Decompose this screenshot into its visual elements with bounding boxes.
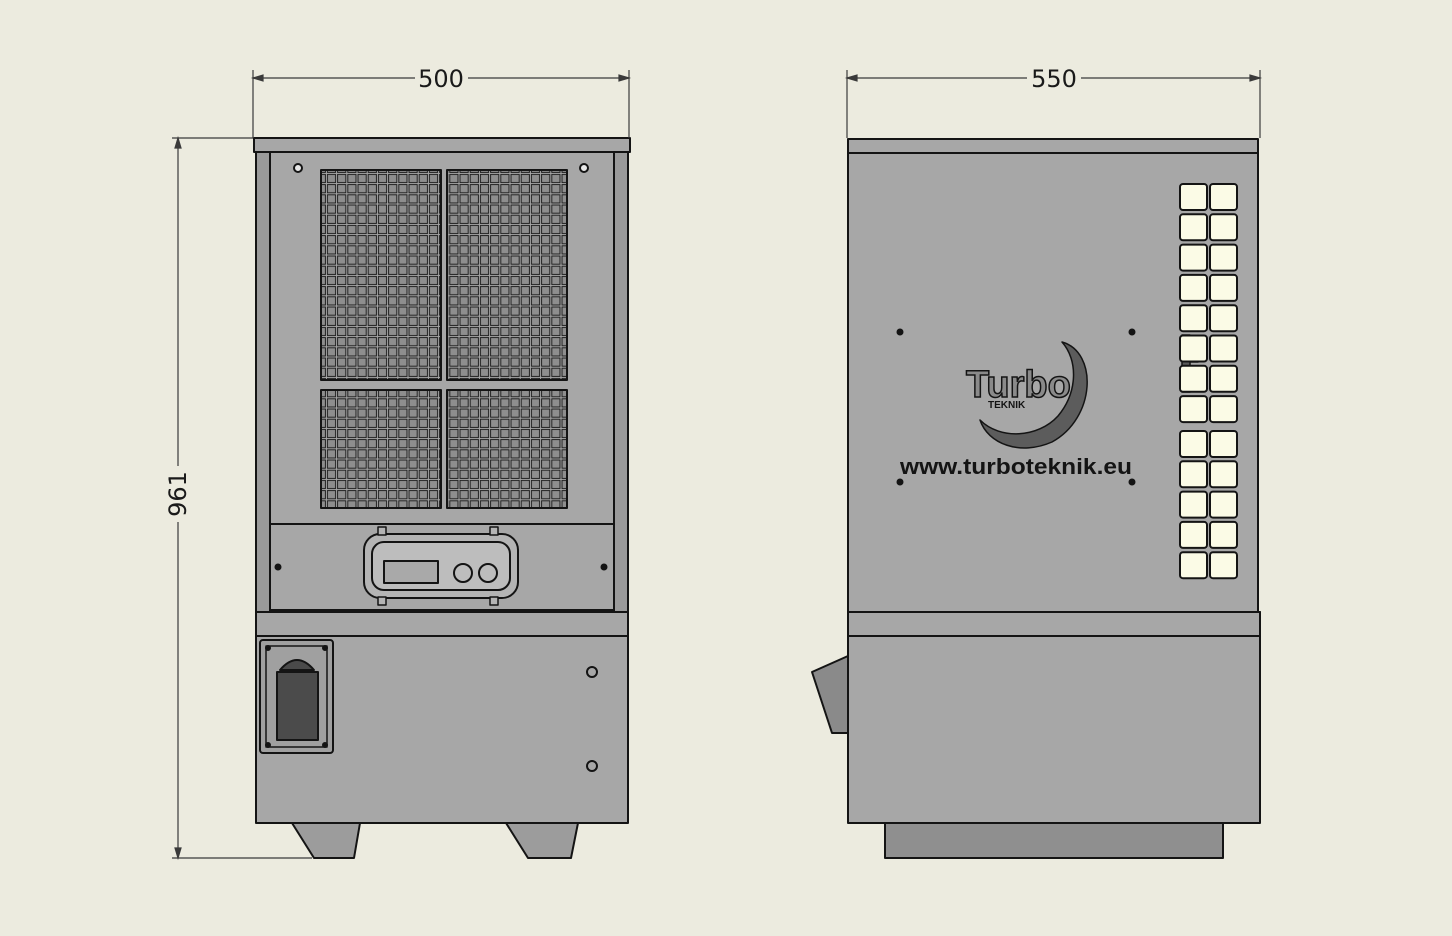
panel-screw (274, 563, 282, 571)
panel-screw (293, 163, 303, 173)
power-switch-cover (279, 659, 315, 671)
vent-cell (1179, 183, 1208, 211)
vent-cell (1179, 395, 1208, 424)
vent-cell (1209, 490, 1238, 519)
controller-tab (377, 596, 387, 606)
panel-screw (600, 563, 608, 571)
controller-button (478, 563, 498, 583)
front-right-foot (505, 822, 579, 859)
mount-hole (896, 328, 904, 336)
vent-cell (1179, 490, 1208, 519)
front-view (253, 137, 631, 859)
panel-screw (265, 742, 271, 748)
front-top-lid (253, 137, 631, 153)
side-view (811, 138, 1261, 859)
vent-cell (1179, 243, 1208, 272)
controller-tab (489, 596, 499, 606)
vent-cell (1209, 334, 1238, 363)
mount-hole (1128, 328, 1136, 336)
turbo-logo-swoosh (979, 341, 1088, 449)
vent-cell (1209, 213, 1238, 242)
grille-top-left (320, 169, 442, 381)
website-text: www.turboteknik.eu (899, 454, 1132, 479)
vent-cell (1209, 243, 1238, 272)
vent-cell (1209, 460, 1238, 489)
side-vent-grid (1179, 183, 1238, 580)
vent-cell (1209, 183, 1238, 211)
vent-cell (1209, 520, 1238, 549)
panel-screw (322, 645, 328, 651)
panel-screw (579, 163, 589, 173)
vent-cell (1209, 551, 1238, 580)
panel-screw (586, 760, 598, 772)
front-left-foot (291, 822, 361, 859)
controller-button (453, 563, 473, 583)
vent-cell (1179, 460, 1208, 489)
dimension-height: 961 (164, 471, 192, 517)
vent-cell (1209, 430, 1238, 458)
vent-cell (1179, 430, 1208, 458)
vent-cell (1179, 520, 1208, 549)
dimension-front-width: 500 (418, 65, 464, 93)
controller-tab (377, 526, 387, 536)
vent-cell (1179, 273, 1208, 302)
panel-screw (322, 742, 328, 748)
vent-cell (1179, 364, 1208, 393)
side-lower-top-rail (847, 611, 1261, 637)
vent-cell (1209, 395, 1238, 424)
side-top-lid (847, 138, 1259, 154)
vent-cell (1209, 304, 1238, 333)
mount-hole (1128, 478, 1136, 486)
vent-cell (1209, 273, 1238, 302)
front-lower-top-rail (255, 611, 629, 637)
front-side-frame-left (255, 151, 271, 613)
side-lower-cabinet (847, 611, 1261, 824)
dimension-side-width: 550 (1031, 65, 1077, 93)
controller-tab (489, 526, 499, 536)
grille-top-right (446, 169, 568, 381)
vent-cell (1179, 334, 1208, 363)
vent-cell (1179, 213, 1208, 242)
logo-sub-text: TEKNIK (988, 400, 1026, 411)
mount-hole (896, 478, 904, 486)
grille-bottom-right (446, 389, 568, 509)
vent-cell (1179, 551, 1208, 580)
front-side-frame-right (613, 151, 629, 613)
dimension-lines (172, 70, 1263, 861)
side-base (884, 822, 1224, 859)
side-outlet-spout (811, 655, 849, 734)
grille-bottom-left (320, 389, 442, 509)
controller-display (383, 560, 439, 584)
panel-screw (586, 666, 598, 678)
panel-screw (265, 645, 271, 651)
vent-cell (1209, 364, 1238, 393)
vent-cell (1179, 304, 1208, 333)
logo-main-text: Turbo (966, 364, 1071, 406)
power-inlet-socket (276, 671, 319, 741)
